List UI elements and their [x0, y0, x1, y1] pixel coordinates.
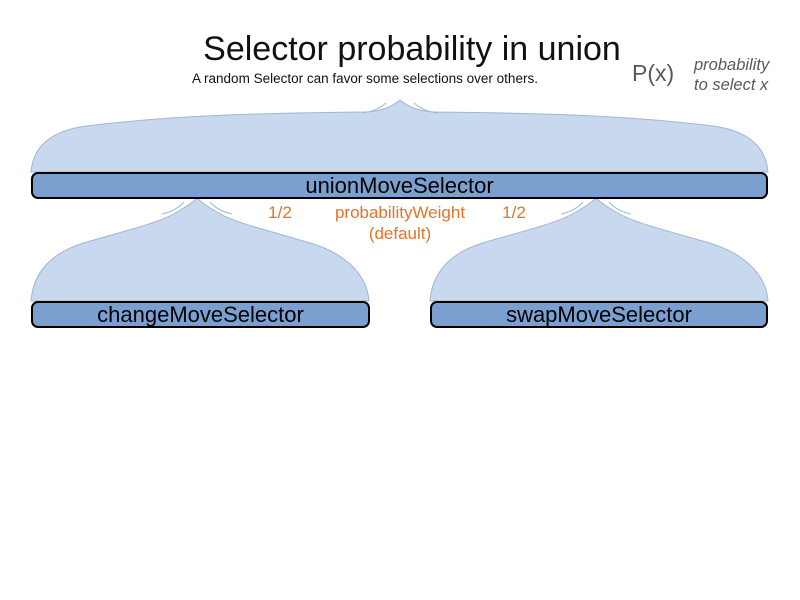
node-swap-move-selector: swapMoveSelector	[430, 301, 768, 328]
node-union-move-selector: unionMoveSelector	[31, 172, 768, 199]
annotation-left-weight: 1/2	[268, 203, 292, 222]
arrow-barb-swap-right	[608, 201, 632, 215]
slide-subtitle: A random Selector can favor some selecti…	[192, 71, 538, 86]
probability-curve-union	[30, 99, 769, 173]
annotation-right-weight: 1/2	[502, 203, 526, 222]
probability-formula: P(x)	[632, 60, 675, 86]
annotation-probability-weight: probabilityWeight	[334, 203, 466, 222]
arrow-barb-change-left	[161, 201, 185, 215]
node-union-label: unionMoveSelector	[305, 172, 494, 198]
annotation-weight-default: (default)	[368, 224, 432, 243]
slide-title: Selector probability in union	[203, 30, 621, 68]
arrow-barb-union-right	[413, 102, 438, 114]
probability-note-line2: to select x	[694, 76, 769, 94]
arrow-barb-union-left	[362, 102, 387, 114]
probability-formula-note: probability to select x	[694, 55, 769, 95]
arrow-barb-swap-left	[560, 201, 584, 215]
node-swap-label: swapMoveSelector	[506, 301, 692, 327]
probability-note-line1: probability	[694, 56, 770, 74]
node-change-move-selector: changeMoveSelector	[31, 301, 370, 328]
node-change-label: changeMoveSelector	[97, 301, 304, 327]
arrow-barb-change-right	[209, 201, 233, 215]
